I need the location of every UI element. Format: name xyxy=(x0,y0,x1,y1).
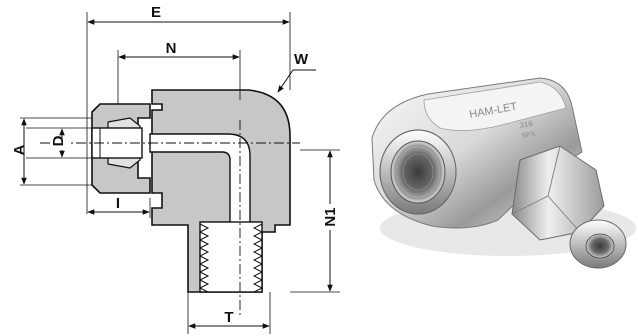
label-t: T xyxy=(224,309,233,326)
label-n1: N1 xyxy=(322,207,339,226)
fitting-section-drawing: E N W A D I N1 T xyxy=(11,4,340,334)
tube-end-bore xyxy=(585,233,615,259)
extension-lines xyxy=(20,12,340,334)
label-w: W xyxy=(294,51,309,68)
engraving-code-1: 316 xyxy=(519,119,534,130)
tube-nut-hex xyxy=(511,145,605,241)
female-port-threads xyxy=(390,140,446,204)
label-bg-n1 xyxy=(322,204,338,230)
block-top-face xyxy=(423,81,567,131)
label-a: A xyxy=(11,144,28,155)
thread-teeth xyxy=(198,223,264,293)
label-n: N xyxy=(166,40,177,57)
nut-hex-edge-3 xyxy=(547,195,581,233)
leader-w xyxy=(277,69,316,93)
center-lines xyxy=(40,120,300,318)
engraving-code-2: SPX xyxy=(521,131,536,140)
female-port-thread-rings xyxy=(394,144,442,200)
female-thread-bore xyxy=(199,221,263,293)
label-i: I xyxy=(116,195,120,212)
label-bg-d xyxy=(54,140,70,150)
dimension-lines xyxy=(21,19,333,329)
label-d: D xyxy=(50,135,67,146)
nut-hex-edge-2 xyxy=(511,195,549,215)
nut-hex-edge-1 xyxy=(547,145,561,197)
product-photo: HAM-LET 316 SPX xyxy=(371,77,636,269)
label-e: E xyxy=(151,4,161,21)
